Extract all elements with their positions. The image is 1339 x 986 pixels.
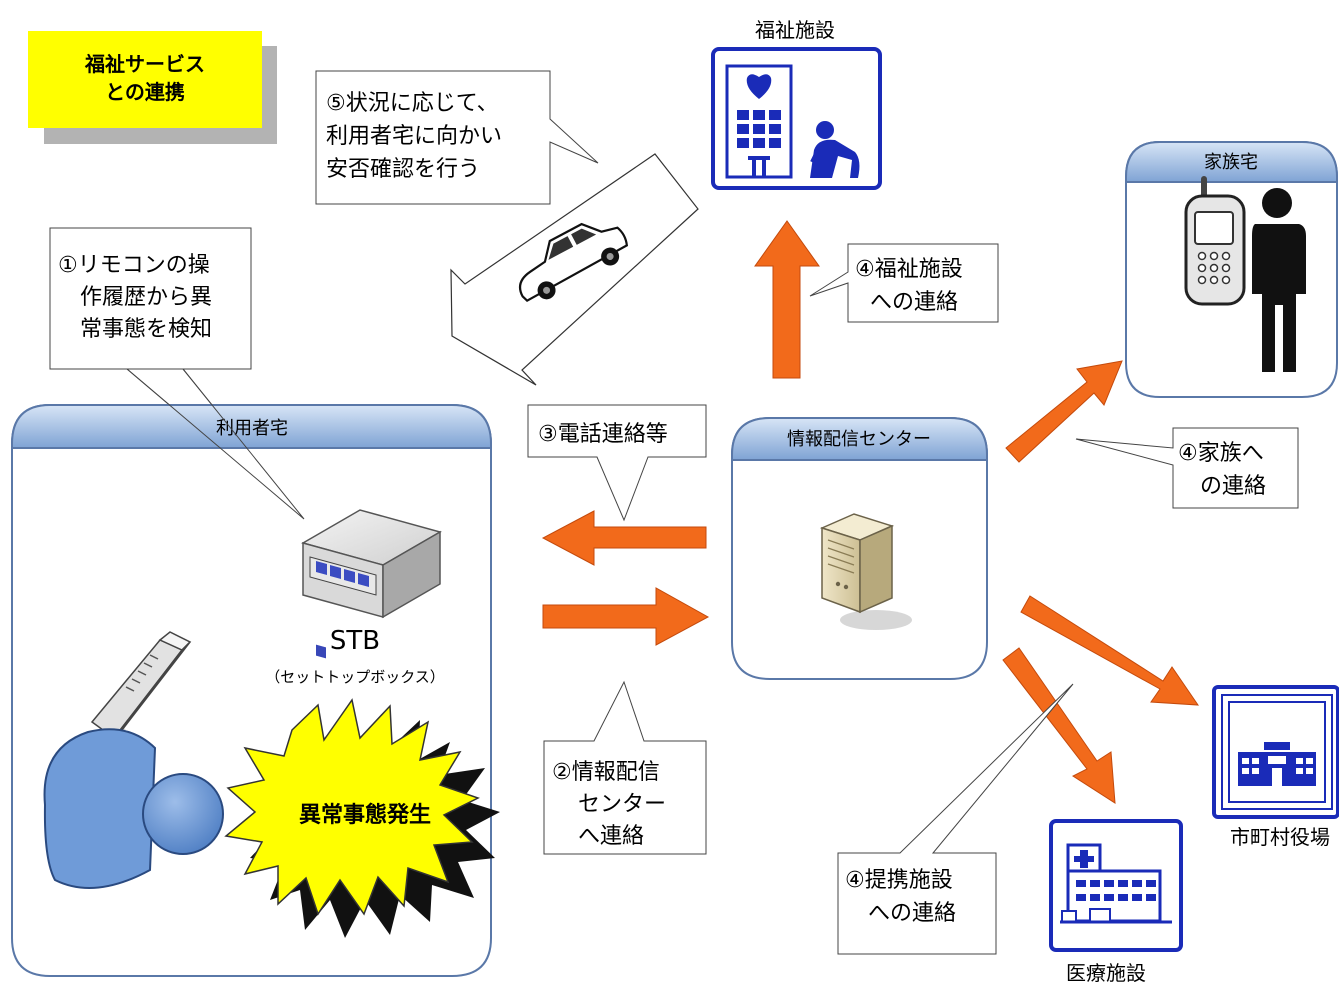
callout-step4-partner: ④提携施設 への連絡 [837,683,1074,955]
callout-step5-line2: 利用者宅に向かい [326,124,502,149]
callout-step2: ②情報配信 センター へ連絡 [543,680,707,855]
medical-facility-icon [1049,819,1183,952]
callout-step5-line3: 安否確認を行う [326,157,480,182]
callout-step4-partner-line2: への連絡 [868,901,956,926]
callout-step5: ⑤状況に応じて、 利用者宅に向かい 安否確認を行う [315,70,599,205]
title-badge: 福祉サービス との連携 [28,31,277,144]
alert-burst: 異常事態発生 [224,698,500,938]
alert-text: 異常事態発生 [299,802,431,828]
callout-step3-line1: ③電話連絡等 [538,422,668,447]
callout-step4-welfare-line2: への連絡 [870,290,958,315]
city-hall-icon [1212,685,1339,819]
stb-lights [316,561,369,587]
mobile-phone-icon [1184,176,1246,306]
stb-label: STB [330,626,380,656]
city-hall-label: 市町村役場 [1230,825,1330,849]
info-center-title: 情報配信センター [787,429,931,450]
user-home-title: 利用者宅 [216,418,288,439]
callout-step1-tail [125,368,305,520]
callout-step2-line3: へ連絡 [578,824,644,849]
callout-step5-line1: ⑤状況に応じて、 [326,91,499,116]
family-person-icon [1252,188,1306,372]
user-person-icon [43,728,224,889]
arrow-user-to-center [542,587,710,646]
callout-step4-welfare-line1: ④福祉施設 [855,257,963,282]
stb-sublabel: （セットトップボックス） [265,668,445,686]
callout-step2-line1: ②情報配信 [552,760,660,785]
callout-step1-line3: 常事態を検知 [80,317,212,342]
car-icon [518,222,629,303]
callout-step1-line1: ①リモコンの操 [58,253,210,278]
arrow-center-to-user [541,510,707,566]
title-badge-line2: との連携 [105,80,185,104]
callout-step1-line2: 作履歴から異 [80,285,212,310]
callout-step4-family: ④家族へ の連絡 [1075,427,1299,509]
callout-step4-family-line2: の連絡 [1200,474,1266,499]
welfare-facility-icon [711,47,882,190]
callout-step2-line2: センター [578,792,666,817]
stb-device-icon [301,509,442,659]
arrow-to-welfare [754,220,820,379]
arrows [541,220,1199,804]
callout-step4-family-line1: ④家族へ [1178,441,1264,466]
callout-step3: ③電話連絡等 [527,404,707,522]
title-badge-line1: 福祉サービス [84,52,205,76]
medical-facility-label: 医療施設 [1066,961,1146,985]
welfare-facility-label: 福祉施設 [755,18,835,42]
arrow-to-cityhall [1020,595,1199,706]
callout-step4-partner-line1: ④提携施設 [845,868,953,893]
callout-step4-welfare: ④福祉施設 への連絡 [809,243,999,323]
arrow-to-medical [1002,647,1116,804]
server-icon [819,513,912,630]
arrow-to-family [1005,360,1123,463]
family-home-title: 家族宅 [1204,152,1258,173]
